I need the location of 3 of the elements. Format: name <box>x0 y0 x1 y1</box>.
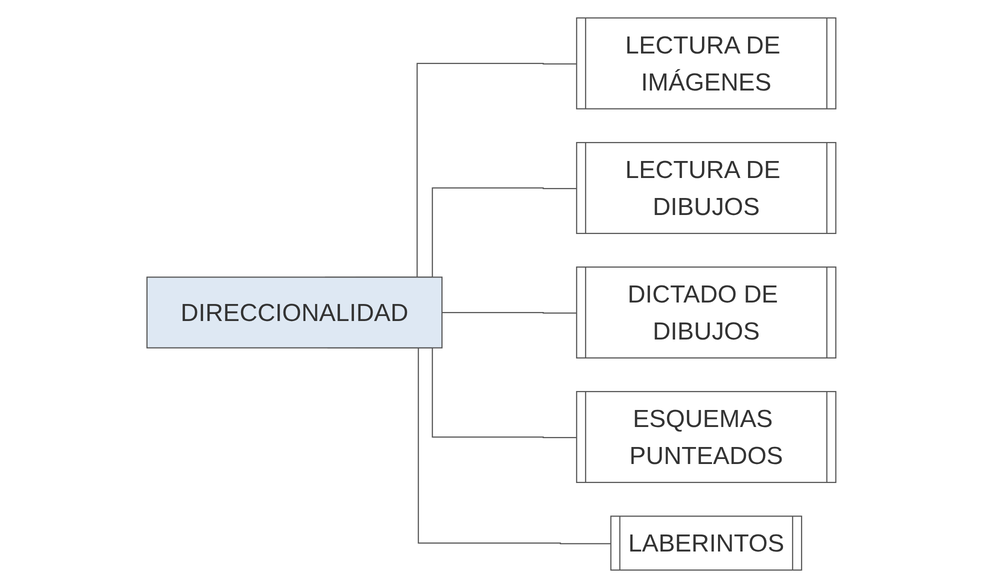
connector <box>442 311 577 314</box>
node-box <box>146 276 442 348</box>
diagram: DIRECCIONALIDAD LECTURA DE IMÁGENES LECTURA DE DIBUJOS DICTADO DE DIBUJOS ESQUEMAS PUNTEADOS LABERINTOS <box>138 8 844 578</box>
